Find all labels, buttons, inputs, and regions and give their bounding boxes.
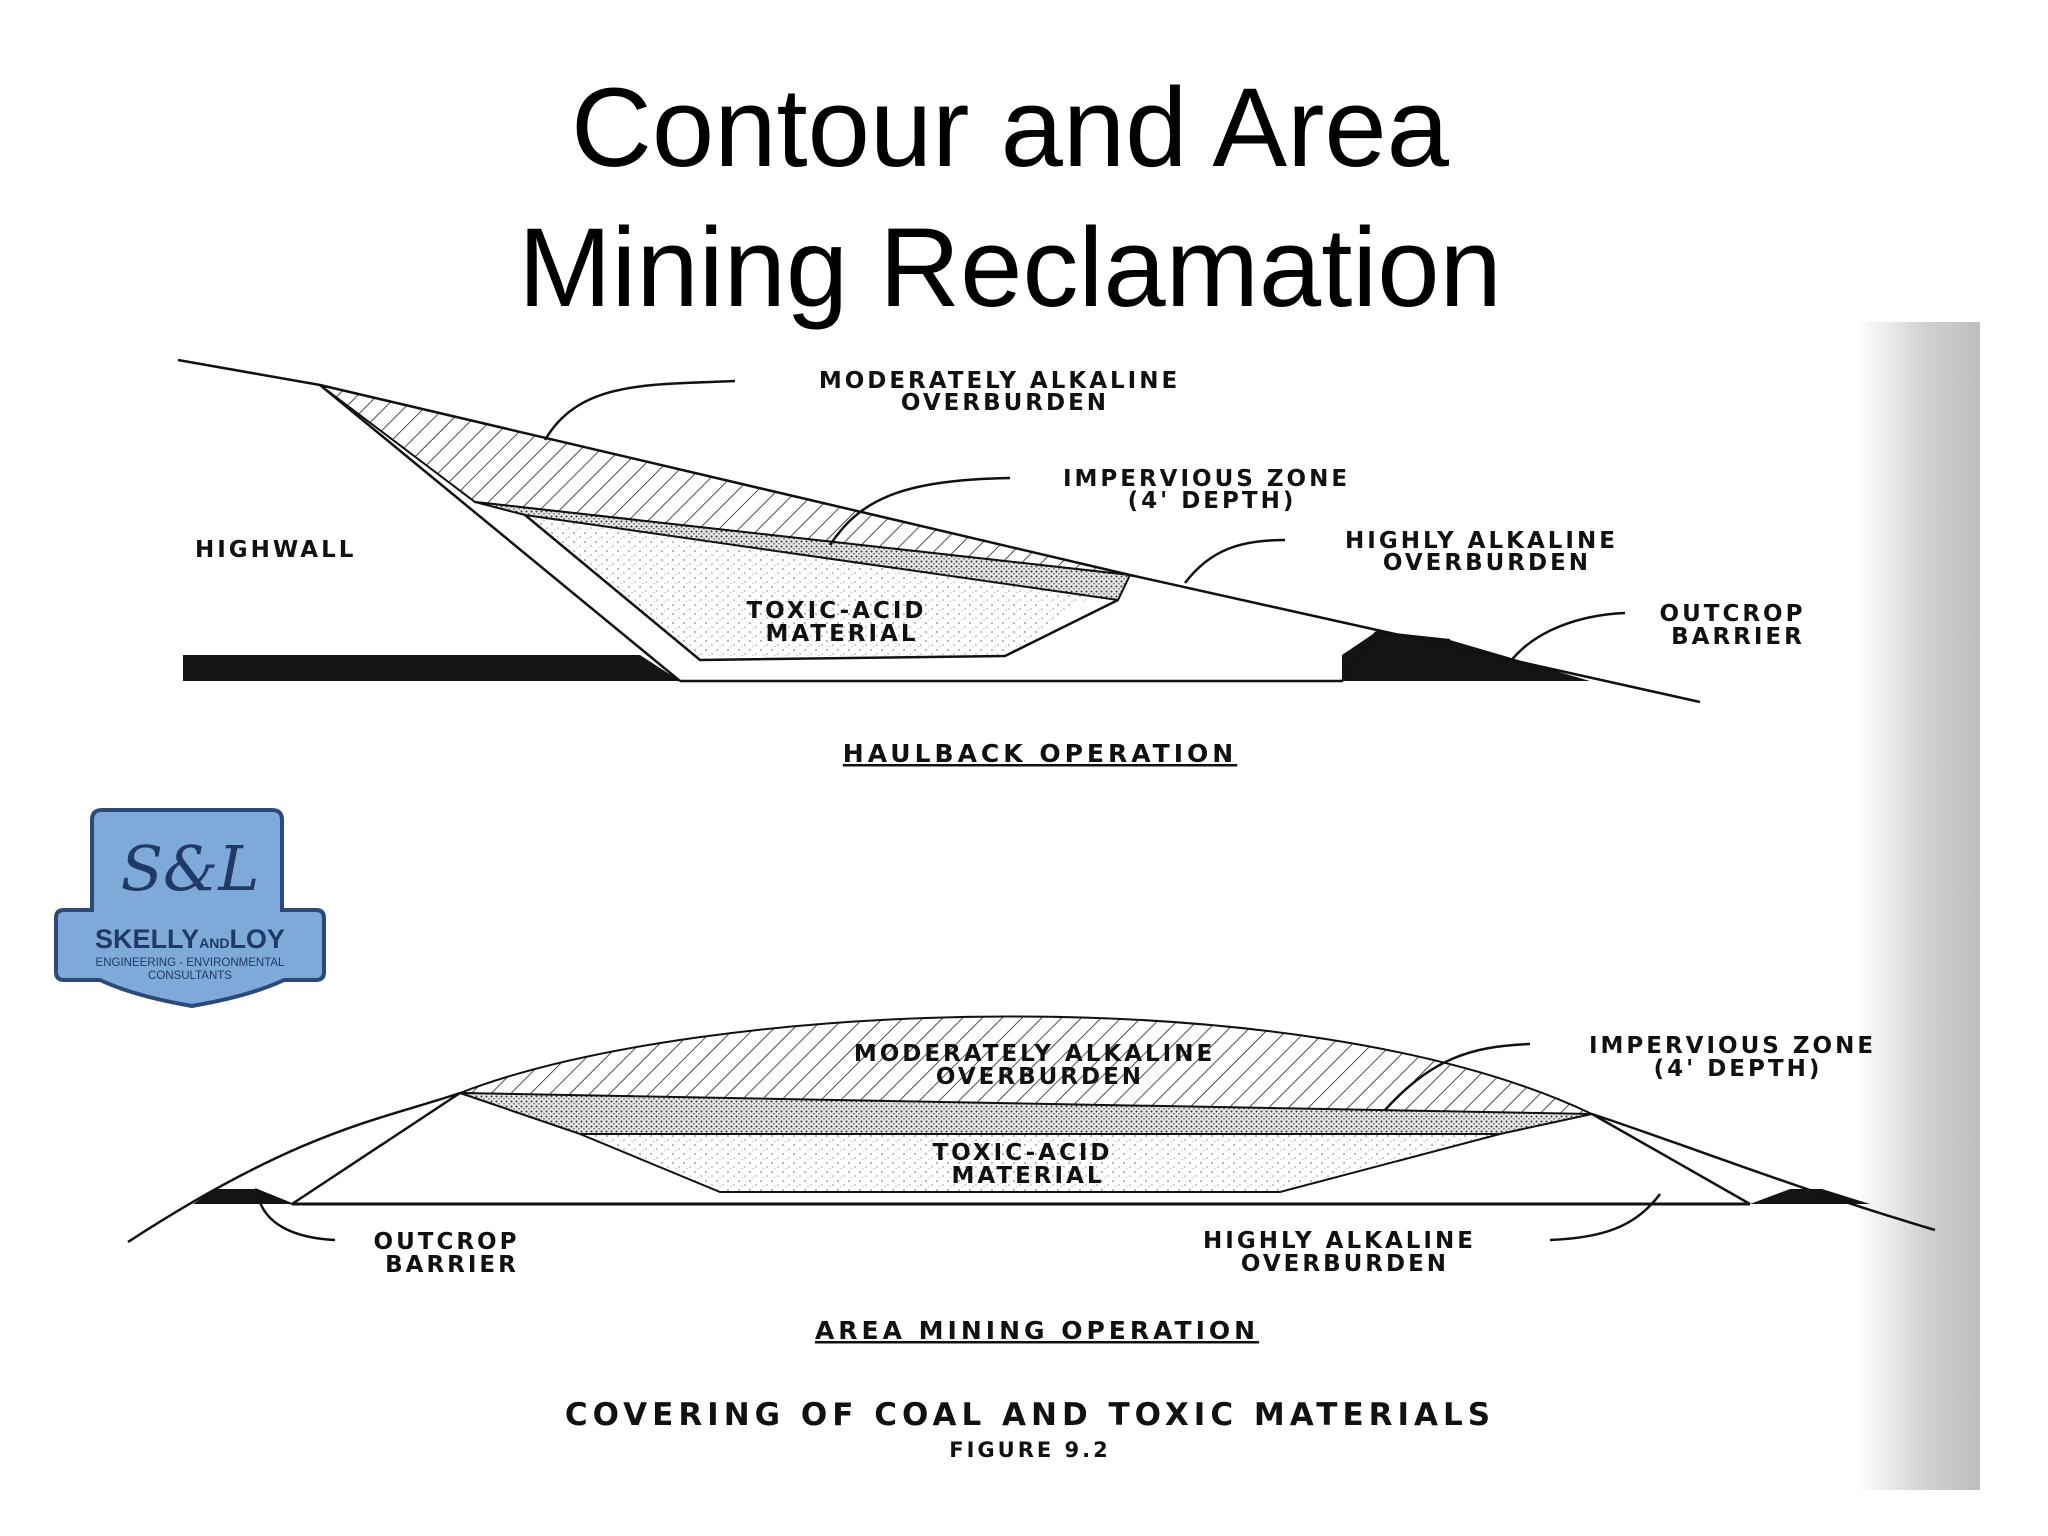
- figure-number: FIGURE 9.2: [949, 1438, 1110, 1462]
- haulback-leader-highly-alkaline: [1184, 538, 1286, 584]
- haulback-leader-moderately-alkaline: [543, 379, 736, 441]
- haulback-label-highly-alkaline: HIGHLY ALKALINE OVERBURDEN: [1345, 528, 1629, 576]
- haulback-pit-floor: [680, 631, 1378, 683]
- area-mining-section: MODERATELY ALKALINE OVERBURDEN IMPERVIOU…: [127, 1015, 1936, 1345]
- figure-title: COVERING OF COAL AND TOXIC MATERIALS: [565, 1397, 1495, 1433]
- haulback-label-outcrop-barrier: OUTCROP BARRIER: [1660, 601, 1817, 650]
- slide-title-line-2: Mining Reclamation: [518, 205, 1502, 330]
- area-barrier-left: [254, 1188, 293, 1205]
- logo-name: SKELLYANDLOY: [95, 924, 285, 954]
- scan-page-edge: [1855, 322, 1980, 1490]
- slide-title-line-1: Contour and Area: [571, 65, 1449, 190]
- area-leader-outcrop: [256, 1195, 336, 1242]
- haulback-leader-impervious: [828, 476, 1011, 546]
- haulback-label-impervious-zone: IMPERVIOUS ZONE (4' DEPTH): [1063, 466, 1361, 514]
- logo-tagline-2: CONSULTANTS: [148, 970, 232, 982]
- area-impervious-zone-band: [459, 1092, 1593, 1135]
- haulback-highwall: [319, 384, 681, 682]
- area-outer-arc-right: [1591, 1112, 1936, 1232]
- area-label-highly-alkaline: HIGHLY ALKALINE OVERBURDEN: [1203, 1228, 1487, 1277]
- area-label-moderately-alkaline: MODERATELY ALKALINE OVERBURDEN: [854, 1041, 1226, 1090]
- area-leader-highly-alkaline: [1549, 1193, 1662, 1242]
- skelly-and-loy-logo: S&L SKELLYANDLOY ENGINEERING - ENVIRONME…: [54, 808, 326, 1009]
- haulback-section: MODERATELY ALKALINE OVERBURDEN IMPERVIOU…: [177, 358, 1817, 768]
- area-moderately-alkaline-region: [459, 1015, 1593, 1115]
- haulback-spoil-line: [1375, 631, 1451, 641]
- area-label-outcrop-barrier: OUTCROP BARRIER: [374, 1229, 531, 1278]
- haulback-caption: HAULBACK OPERATION: [843, 739, 1237, 768]
- haulback-ground-line: [177, 358, 1701, 704]
- area-pit-wall-left: [291, 1091, 461, 1206]
- logo-tagline-1: ENGINEERING - ENVIRONMENTAL: [96, 957, 286, 969]
- area-leader-impervious: [1384, 1042, 1531, 1111]
- area-pit-wall-right: [1591, 1112, 1751, 1206]
- haulback-pit-outline: [524, 514, 1119, 662]
- area-label-toxic-acid: TOXIC-ACID MATERIAL: [932, 1140, 1123, 1189]
- haulback-toxic-acid-region: [525, 515, 1118, 660]
- area-caption: AREA MINING OPERATION: [815, 1316, 1259, 1345]
- area-coal-block-left: [193, 1189, 292, 1204]
- haulback-label-highwall: HIGHWALL: [195, 537, 356, 563]
- area-label-impervious-zone: IMPERVIOUS ZONE (4' DEPTH): [1589, 1033, 1887, 1082]
- haulback-coal-seam-right: [1342, 632, 1590, 681]
- haulback-coal-seam-left: [183, 655, 680, 681]
- haulback-label-moderately-alkaline: MODERATELY ALKALINE OVERBURDEN: [819, 368, 1191, 416]
- logo-badge: [54, 808, 326, 1009]
- slide-title: Contour and Area Mining Reclamation: [0, 58, 2020, 338]
- area-outer-arc: [127, 1091, 461, 1244]
- haulback-leader-outcrop: [1509, 611, 1626, 663]
- logo-monogram: S&L: [121, 832, 260, 905]
- haulback-label-toxic-acid: TOXIC-ACID MATERIAL: [746, 598, 937, 647]
